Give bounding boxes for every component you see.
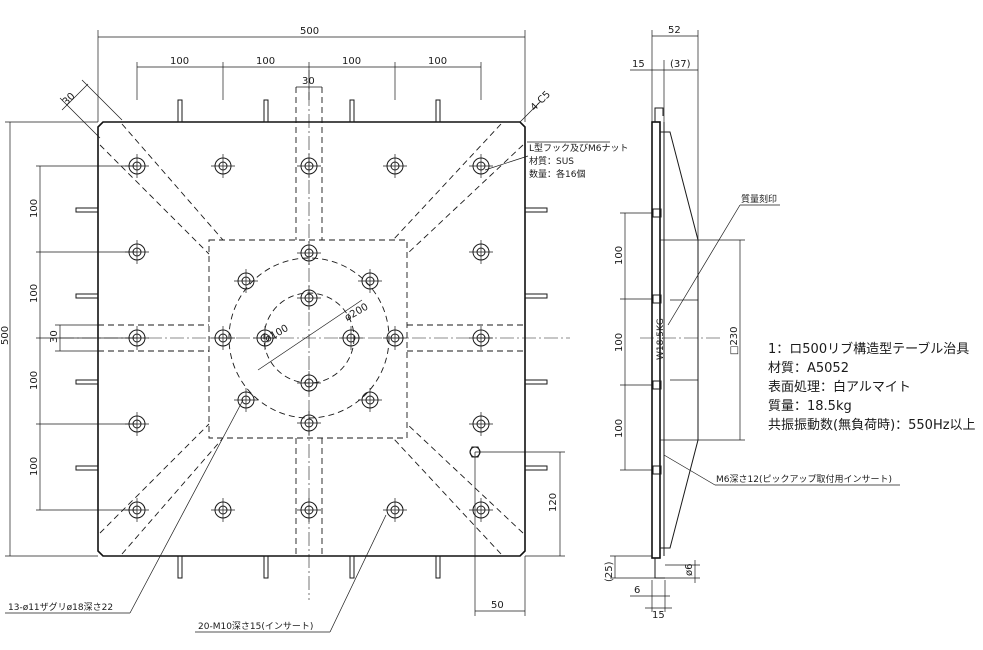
note-mass-mark: 質量刻印 <box>741 193 777 205</box>
side-nut <box>652 208 662 218</box>
dim-pitch-2: 100 <box>256 56 275 67</box>
hook-top <box>177 99 183 123</box>
dim-dia-200: ø200 <box>343 302 370 324</box>
spec-block: 1：ロ500リブ構造型テーブル治具 材質：A5052 表面処理：白アルマイト 質… <box>768 341 976 433</box>
dim-offset-120: 120 <box>548 493 559 512</box>
hook-top <box>435 99 441 123</box>
note-counterbore: 13-ø11ザグリø18深さ22 <box>8 601 113 613</box>
side-nut <box>652 380 662 390</box>
dim-vpitch-4: 100 <box>29 457 40 476</box>
hook-top <box>349 99 355 123</box>
front-notes: 13-ø11ザグリø18深さ22 20-M10深さ15(インサート) L型フック… <box>5 141 629 633</box>
spec-mass: 質量：18.5kg <box>768 399 852 414</box>
side-dim-6: 6 <box>634 585 640 596</box>
hook-right <box>524 379 548 385</box>
hook-bottom <box>349 555 355 579</box>
dim-slot-width: 30 <box>302 76 315 87</box>
note-pickup-insert: M6深さ12(ピックアップ取付用インサート) <box>716 474 892 485</box>
hook-left <box>75 465 99 471</box>
note-insert: 20-M10深さ15(インサート) <box>198 621 313 632</box>
dim-pitch-1: 100 <box>170 56 189 67</box>
dim-offset-50: 50 <box>491 600 504 611</box>
plate-mass-mark: W18.5KG <box>656 318 666 360</box>
hook-left <box>75 379 99 385</box>
note-hook-1: L型フック及びM6ナット <box>529 143 629 154</box>
hook-bottom <box>263 555 269 579</box>
dim-vslot: 30 <box>49 330 60 343</box>
front-dimensions: 500 100 100 100 100 30 4-C5 30 500 <box>0 26 565 616</box>
side-dim-37: (37) <box>670 59 691 70</box>
side-dim-dia6: ø6 <box>684 564 695 576</box>
front-view <box>60 70 570 600</box>
plate-outline <box>97 121 526 557</box>
dim-vpitch-1: 100 <box>29 199 40 218</box>
side-dim-100-2: 100 <box>614 333 625 352</box>
hook-left <box>75 293 99 299</box>
hook-right <box>524 293 548 299</box>
spec-title: 1：ロ500リブ構造型テーブル治具 <box>768 341 969 357</box>
side-nuts <box>652 208 662 475</box>
l-hooks <box>75 99 548 579</box>
dim-pitch-3: 100 <box>342 56 361 67</box>
center-pocket <box>208 239 408 439</box>
dim-pitch-4: 100 <box>428 56 447 67</box>
side-nut <box>652 294 662 304</box>
spec-material: 材質：A5052 <box>768 361 849 376</box>
dim-vpitch-2: 100 <box>29 284 40 303</box>
note-hook-3: 数量：各16個 <box>529 168 585 180</box>
hook-bottom <box>435 555 441 579</box>
spec-finish: 表面処理：白アルマイト <box>768 379 911 395</box>
dim-angle-slot: 30 <box>61 91 78 108</box>
side-dim-25: (25) <box>604 561 615 582</box>
hook-left <box>75 207 99 213</box>
hook-top <box>263 99 269 123</box>
side-nut <box>652 465 662 475</box>
side-dim-230: □230 <box>729 326 740 355</box>
note-hook-2: 材質：SUS <box>529 155 574 167</box>
dim-overall-width: 500 <box>300 26 319 37</box>
side-dim-52: 52 <box>668 25 681 36</box>
dim-vpitch-3: 100 <box>29 371 40 390</box>
dim-overall-height: 500 <box>0 326 11 345</box>
side-view: 52 15 (37) 100 100 100 □230 W18.5KG 質量刻印… <box>604 25 900 621</box>
dim-dia-100: ø100 <box>263 323 290 345</box>
side-dim-15: 15 <box>632 59 645 70</box>
side-dim-100-1: 100 <box>614 246 625 265</box>
side-dim-100-3: 100 <box>614 419 625 438</box>
spec-resonance: 共振振動数(無負荷時)：550Hz以上 <box>768 418 976 433</box>
side-dim-15b: 15 <box>652 610 665 621</box>
hook-right <box>524 465 548 471</box>
hook-bottom <box>177 555 183 579</box>
dim-chamfer: 4-C5 <box>529 89 553 113</box>
hook-right <box>524 207 548 213</box>
